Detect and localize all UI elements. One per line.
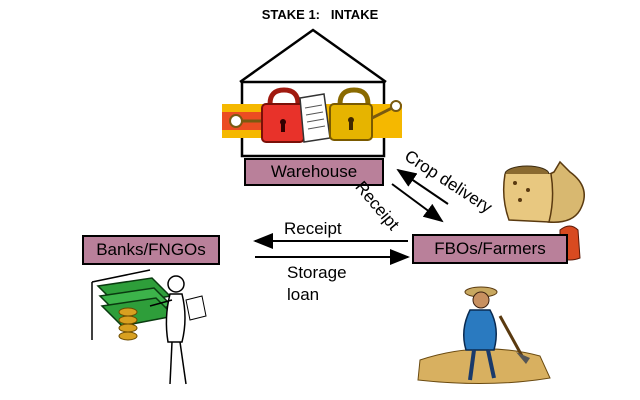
receipt-diag-arrow <box>391 183 444 223</box>
warehouse-house-icon <box>222 28 402 158</box>
storage-loan-label-line1: Storage <box>287 263 347 282</box>
warehouse-node: Warehouse <box>244 158 384 186</box>
farmer-hoe-icon <box>417 286 551 385</box>
diagram-title: STAKE 1: INTAKE <box>261 7 379 22</box>
receipt-horiz-label: Receipt <box>284 219 342 238</box>
storage-loan-label-line2: loan <box>287 285 320 304</box>
banker-money-icon <box>91 269 207 385</box>
farmers-node: FBOs/Farmers <box>412 234 568 264</box>
crop-delivery-arrow <box>396 168 449 205</box>
banks-node: Banks/FNGOs <box>82 235 220 265</box>
